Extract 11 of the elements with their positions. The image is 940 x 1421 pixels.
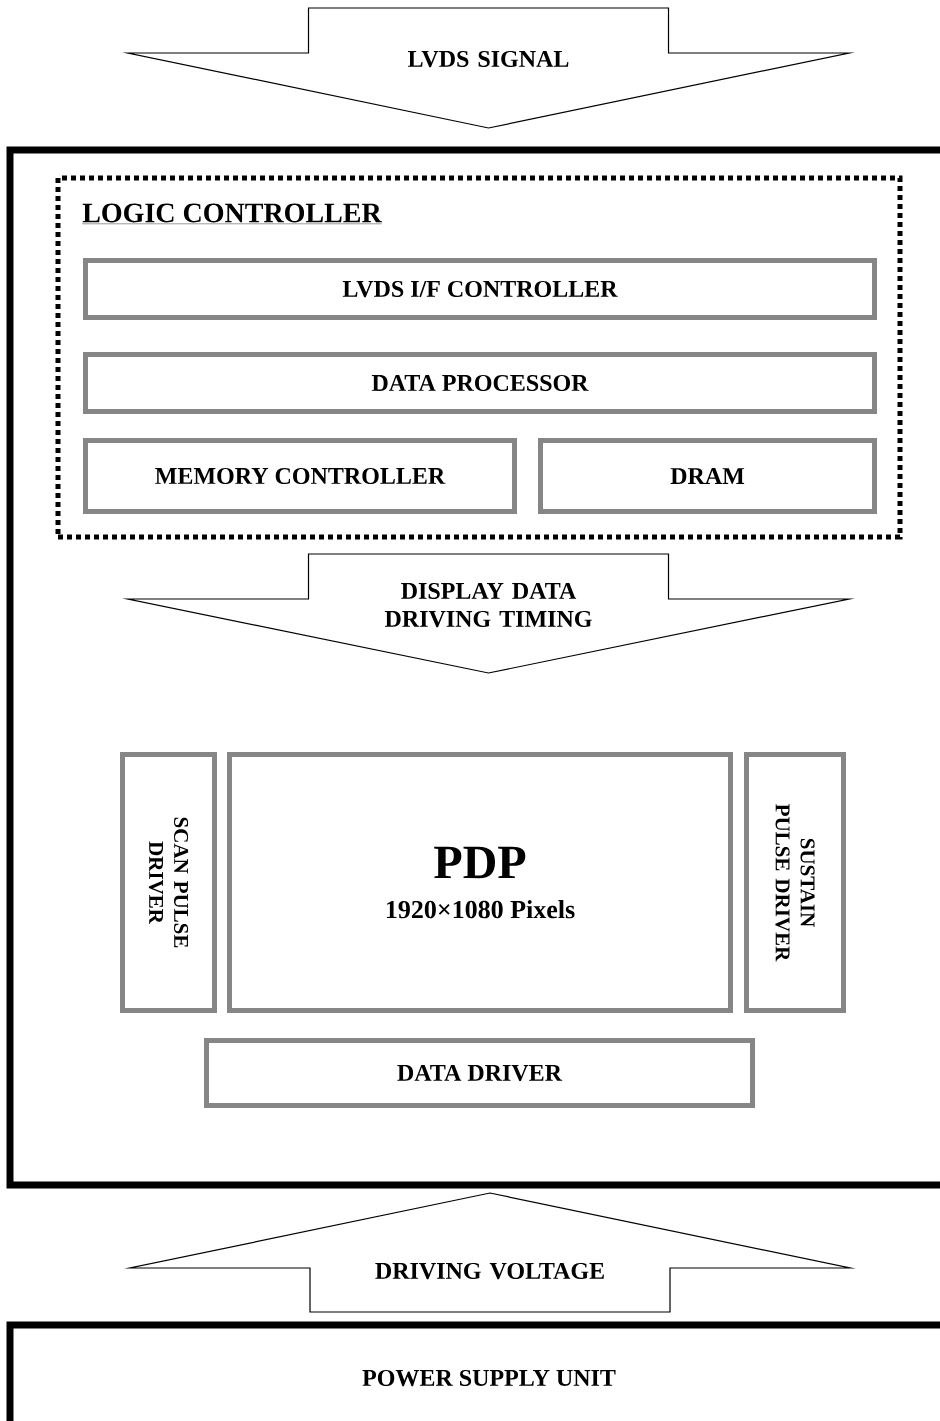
block-box: LVDS I/F CONTROLLER [83,258,877,320]
block-box: SCAN PULSE DRIVER [120,752,217,1013]
block-box: SUSTAIN PULSE DRIVER [744,752,846,1013]
block-box: DATA PROCESSOR [83,352,877,414]
power-supply-box: POWER SUPPLY UNIT [6,1321,940,1421]
block-box: PDP 1920×1080 Pixels [227,752,733,1013]
block-box: DATA DRIVER [204,1038,755,1108]
heading: LOGIC CONTROLLER [82,203,382,224]
panel-frame [6,146,940,1189]
block-box: MEMORY CONTROLLER [83,438,517,514]
block-box: DRAM [538,438,877,514]
